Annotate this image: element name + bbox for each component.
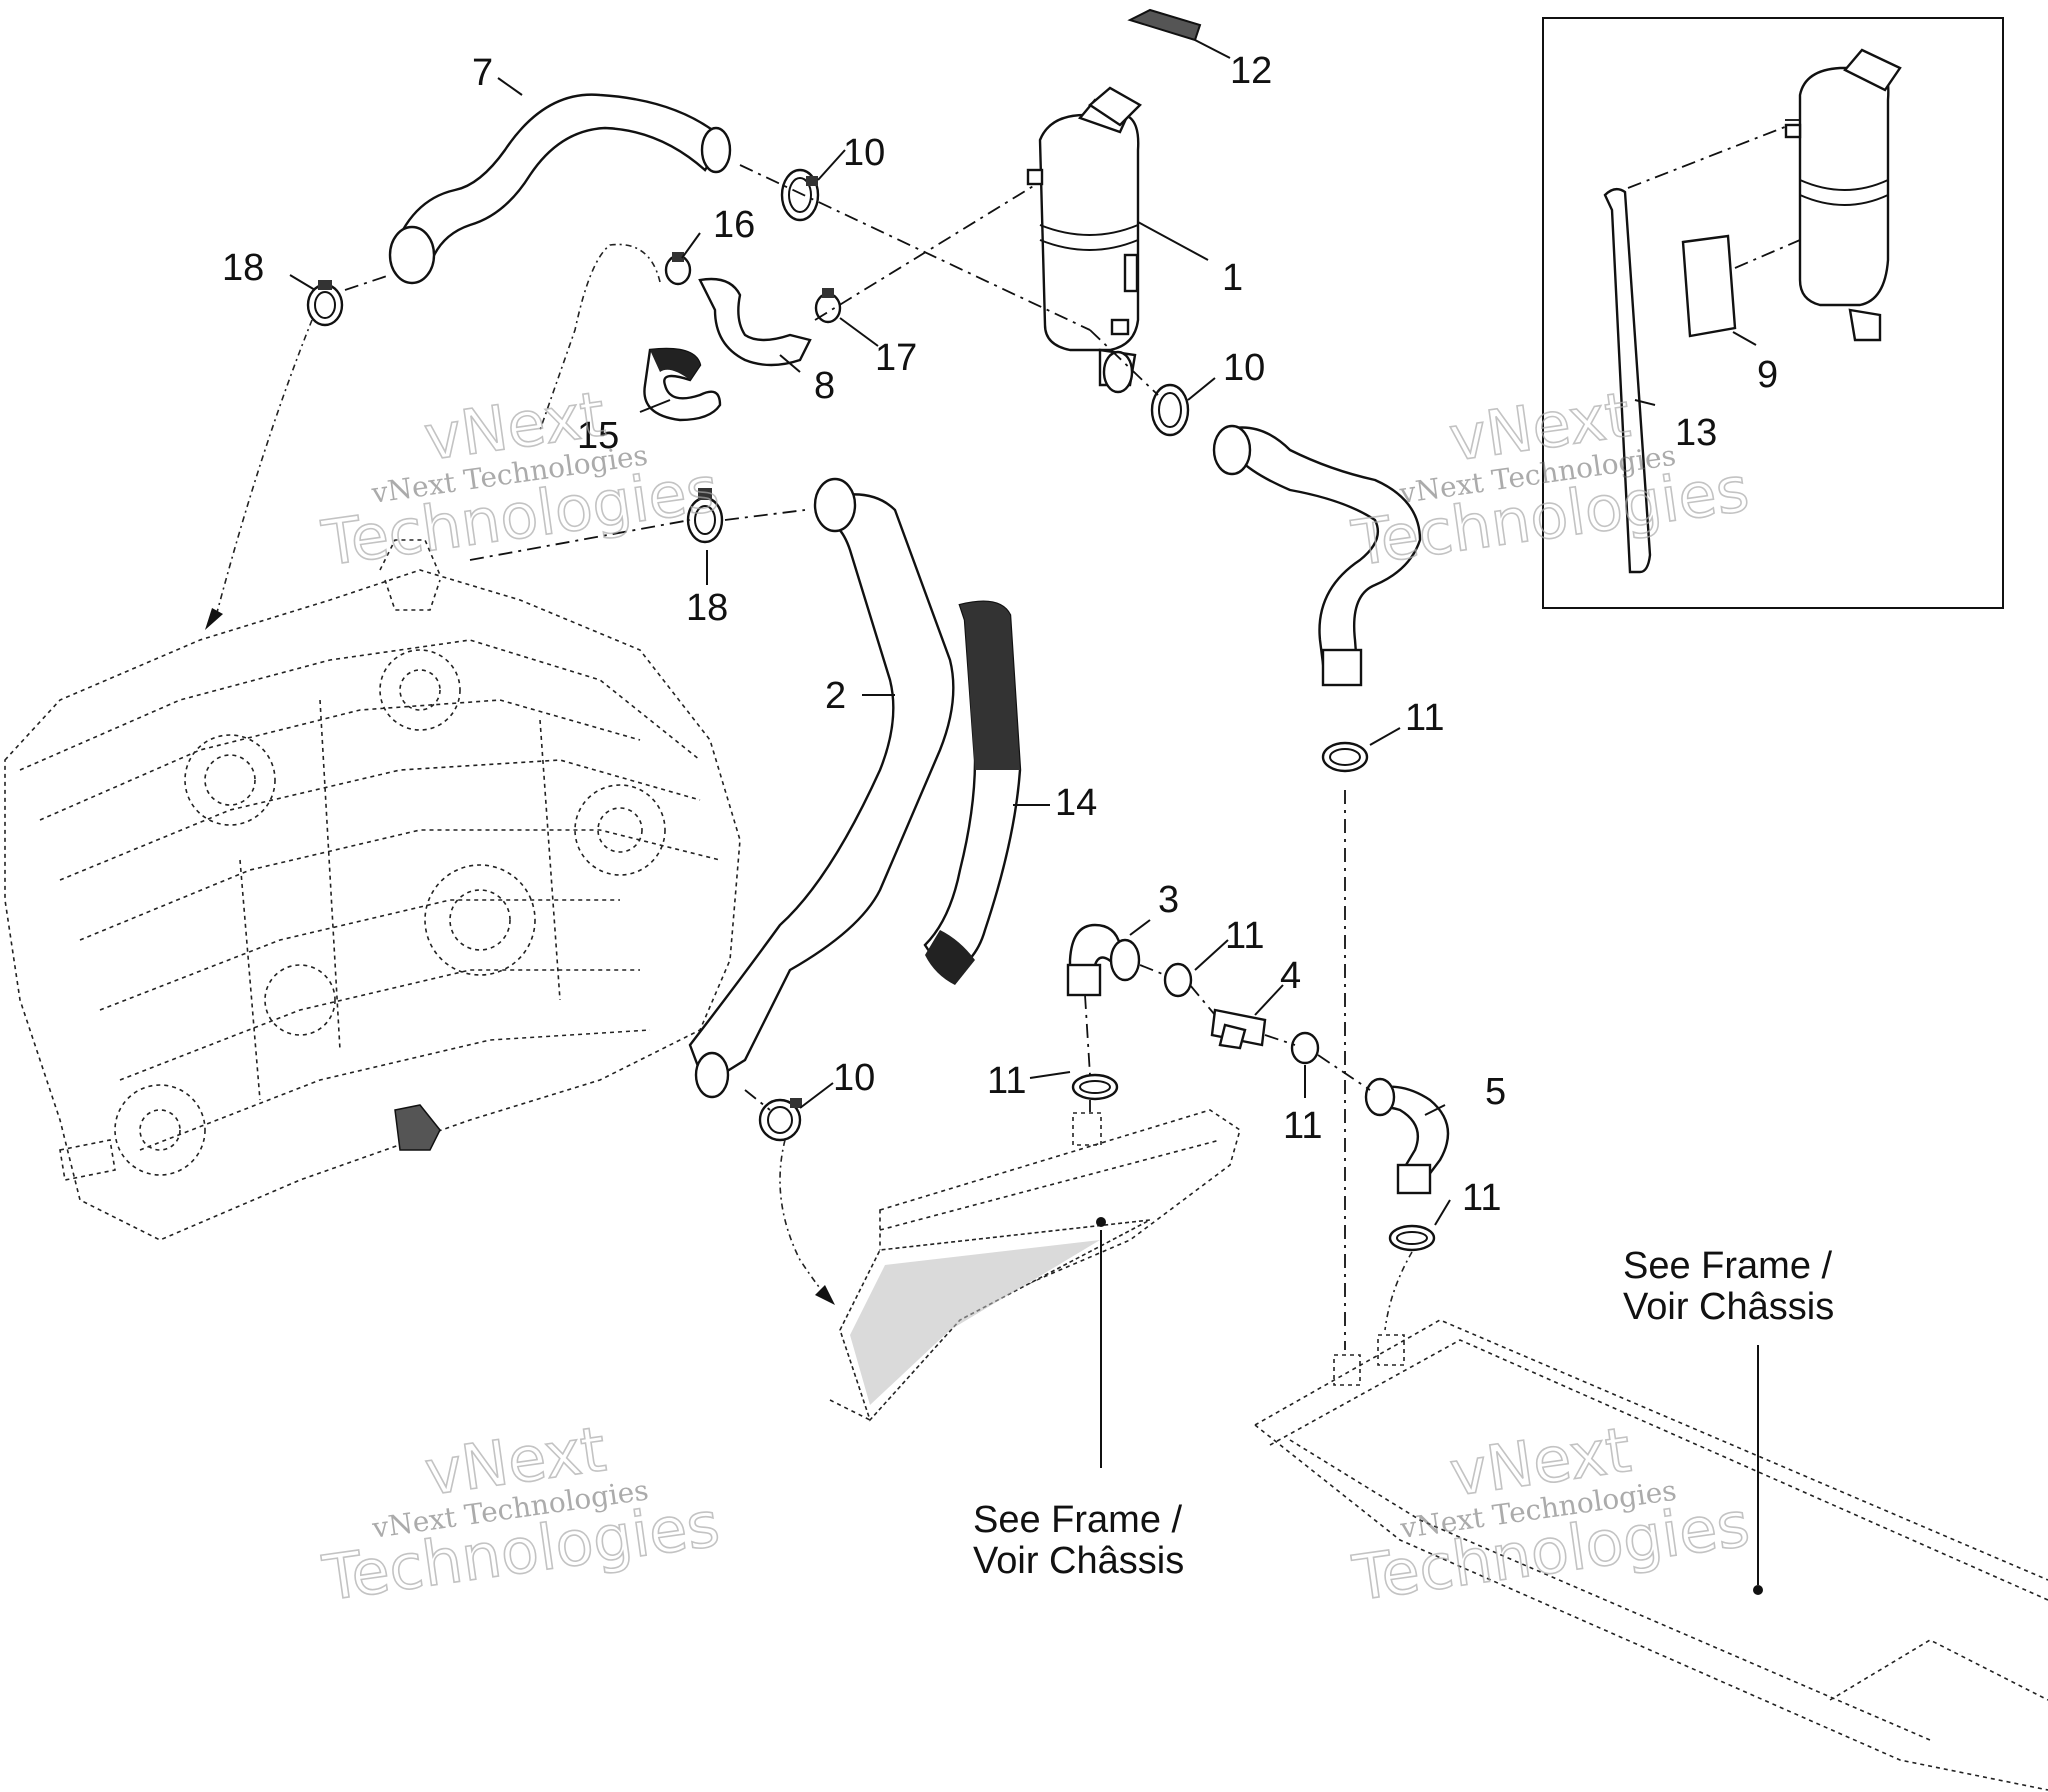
clamp-11-right bbox=[1321, 741, 1369, 773]
note-frame-right-line1: See Frame / bbox=[1623, 1245, 1833, 1287]
clamp-11-left bbox=[1071, 1073, 1119, 1101]
clamp-11-lower bbox=[1388, 1224, 1436, 1252]
clamp-10-middle bbox=[1150, 383, 1190, 437]
engine-block bbox=[4, 539, 741, 1241]
note-dot-center bbox=[1096, 1217, 1106, 1227]
callout-17: 17 bbox=[875, 337, 917, 379]
coolant-reservoir bbox=[1026, 86, 1142, 394]
note-dot-right bbox=[1753, 1585, 1763, 1595]
clamp-18-upper bbox=[306, 280, 344, 327]
callout-10-middle: 10 bbox=[1223, 347, 1265, 389]
callout-3: 3 bbox=[1158, 879, 1179, 921]
callout-16: 16 bbox=[713, 204, 755, 246]
callout-9: 9 bbox=[1757, 354, 1778, 396]
note-frame-center-line1: See Frame / bbox=[973, 1499, 1183, 1541]
hose-7 bbox=[390, 93, 727, 267]
callout-18-lower: 18 bbox=[686, 587, 728, 629]
callout-10-lower: 10 bbox=[833, 1057, 875, 1099]
leader-lines bbox=[289, 39, 1759, 1585]
frame-tunnel bbox=[1254, 1319, 2048, 1791]
inset-pad bbox=[1681, 234, 1737, 338]
inset-reservoir bbox=[1784, 48, 1902, 342]
callout-12: 12 bbox=[1230, 50, 1272, 92]
callout-14: 14 bbox=[1055, 782, 1097, 824]
hose-2 bbox=[688, 493, 955, 1087]
note-frame-right-line2: Voir Châssis bbox=[1623, 1286, 1834, 1328]
callout-7: 7 bbox=[472, 52, 493, 94]
heat-exchanger bbox=[829, 1109, 1241, 1422]
clamp-16 bbox=[664, 252, 692, 286]
callout-1: 1 bbox=[1222, 257, 1243, 299]
arrowhead-engine bbox=[205, 608, 223, 630]
clamp-11-connector bbox=[1290, 1031, 1320, 1065]
callout-11-right: 11 bbox=[1405, 697, 1444, 739]
callout-2: 2 bbox=[825, 675, 846, 717]
clamp-10-upper bbox=[780, 168, 820, 222]
watermark-bottom-right: vNext Technologies vNext Technologies bbox=[1347, 1412, 1754, 1616]
note-frame-center-line2: Voir Châssis bbox=[973, 1540, 1184, 1582]
callout-11-lower: 11 bbox=[1462, 1177, 1501, 1219]
arrowhead-radiator bbox=[815, 1285, 835, 1305]
callout-10-upper: 10 bbox=[843, 132, 885, 174]
callout-18-upper: 18 bbox=[222, 247, 264, 289]
clamp-10-lower bbox=[758, 1098, 802, 1142]
inset-frame bbox=[1542, 17, 2004, 609]
clamp-11-mid bbox=[1163, 962, 1193, 998]
callout-11-left: 11 bbox=[987, 1060, 1026, 1102]
watermark-bottom-left: vNext Technologies vNext Technologies bbox=[317, 1411, 724, 1615]
callout-8: 8 bbox=[814, 365, 835, 407]
watermark-top-right: vNext Technologies vNext Technologies bbox=[1347, 377, 1754, 581]
callout-11-connector: 11 bbox=[1283, 1105, 1322, 1147]
cap-12 bbox=[1127, 8, 1202, 42]
callout-4: 4 bbox=[1280, 955, 1301, 997]
hose-8 bbox=[698, 277, 812, 367]
callout-13: 13 bbox=[1675, 412, 1717, 454]
hose-upper-right bbox=[1223, 426, 1422, 682]
callout-11-mid: 11 bbox=[1225, 915, 1264, 957]
callout-15: 15 bbox=[577, 415, 619, 457]
inset-overflow-tube bbox=[1603, 187, 1652, 574]
callout-5: 5 bbox=[1485, 1071, 1506, 1113]
clamp-18-lower bbox=[686, 488, 724, 544]
